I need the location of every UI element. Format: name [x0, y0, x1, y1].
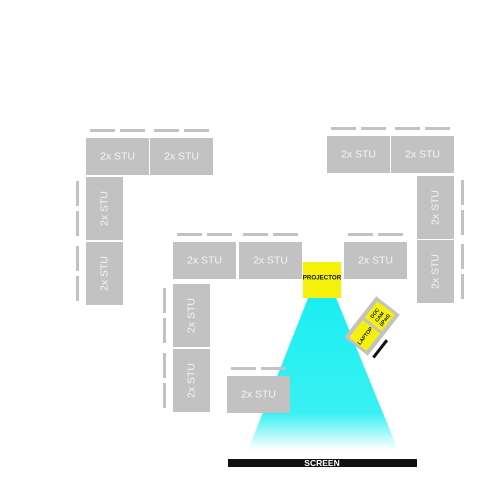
doc-cam-line-2: CAM — [374, 311, 386, 324]
desk-surface — [391, 136, 454, 173]
chair — [461, 210, 464, 235]
chair — [76, 181, 79, 206]
desk-1: 2x STU — [86, 129, 149, 175]
projection-screen: SCREEN — [228, 458, 417, 468]
chair — [395, 127, 420, 130]
desk-surface — [173, 242, 236, 279]
desk-label: 2x STU — [405, 148, 440, 160]
chair — [348, 233, 373, 236]
desk-label: 2x STU — [187, 254, 222, 266]
chair — [90, 129, 115, 132]
doc-cam-line-1: DOC — [370, 307, 382, 320]
chair — [231, 367, 256, 370]
chair — [76, 276, 79, 301]
doc-cam — [364, 301, 395, 332]
projector-box — [303, 262, 341, 298]
desk-14: 2x STU — [227, 367, 290, 413]
desk-3: 2x STU — [76, 177, 123, 240]
desk-label: 2x STU — [164, 150, 199, 162]
chair — [177, 233, 202, 236]
desk-12: 2x STU — [163, 284, 210, 347]
chair — [461, 244, 464, 269]
desk-8: 2x STU — [417, 240, 464, 303]
desk-layout: 2x STU 2x STU 2x STU 2x STU 2x STU 2x STU 2x S… — [76, 127, 464, 413]
desk-label: 2x STU — [253, 254, 288, 266]
desk-label: 2x STU — [185, 363, 197, 398]
desk-surface — [344, 242, 407, 279]
chair — [361, 127, 386, 130]
desk-label: 2x STU — [429, 254, 441, 289]
desk-surface — [150, 138, 213, 175]
chair — [461, 180, 464, 205]
chair — [273, 233, 298, 236]
chair — [163, 288, 166, 313]
desk-label: 2x STU — [100, 150, 135, 162]
chair — [331, 127, 356, 130]
projector: PROJECTOR — [303, 262, 342, 298]
equipment-chair — [372, 339, 389, 359]
chair — [120, 129, 145, 132]
equipment-stand: LAPTOP DOC CAM (iPad) — [344, 296, 400, 359]
chair — [207, 233, 232, 236]
desk-5: 2x STU — [327, 127, 390, 173]
chair — [425, 127, 450, 130]
projector-label: PROJECTOR — [303, 275, 342, 282]
desk-label: 2x STU — [98, 191, 110, 226]
desk-11: 2x STU — [344, 233, 407, 279]
laptop — [349, 320, 381, 351]
chair — [378, 233, 403, 236]
chair — [76, 246, 79, 271]
chair — [76, 211, 79, 236]
desk-surface — [86, 138, 149, 175]
desk-10: 2x STU — [239, 233, 302, 279]
desk-surface — [417, 240, 454, 303]
chair — [243, 233, 268, 236]
chair — [184, 129, 209, 132]
desk-surface — [327, 136, 390, 173]
desk-label: 2x STU — [241, 388, 276, 400]
desk-13: 2x STU — [163, 349, 210, 412]
desk-label: 2x STU — [185, 298, 197, 333]
desk-surface — [239, 242, 302, 279]
desk-7: 2x STU — [417, 176, 464, 239]
chair — [163, 383, 166, 408]
chair — [163, 318, 166, 343]
desk-surface — [173, 284, 210, 347]
screen-bar — [228, 459, 417, 467]
desk-surface — [173, 349, 210, 412]
desk-surface — [227, 376, 290, 413]
screen-label: SCREEN — [304, 458, 339, 468]
desk-label: 2x STU — [358, 254, 393, 266]
desk-2: 2x STU — [150, 129, 213, 175]
chair — [261, 367, 286, 370]
chair — [154, 129, 179, 132]
desk-label: 2x STU — [98, 256, 110, 291]
chair — [461, 274, 464, 299]
desk-surface — [417, 176, 454, 239]
desk-label: 2x STU — [341, 148, 376, 160]
desk-label: 2x STU — [429, 190, 441, 225]
desk-9: 2x STU — [173, 233, 236, 279]
desk-surface — [86, 177, 123, 240]
desk-6: 2x STU — [391, 127, 454, 173]
chair — [163, 353, 166, 378]
desk-surface — [86, 242, 123, 305]
desk-4: 2x STU — [76, 242, 123, 305]
